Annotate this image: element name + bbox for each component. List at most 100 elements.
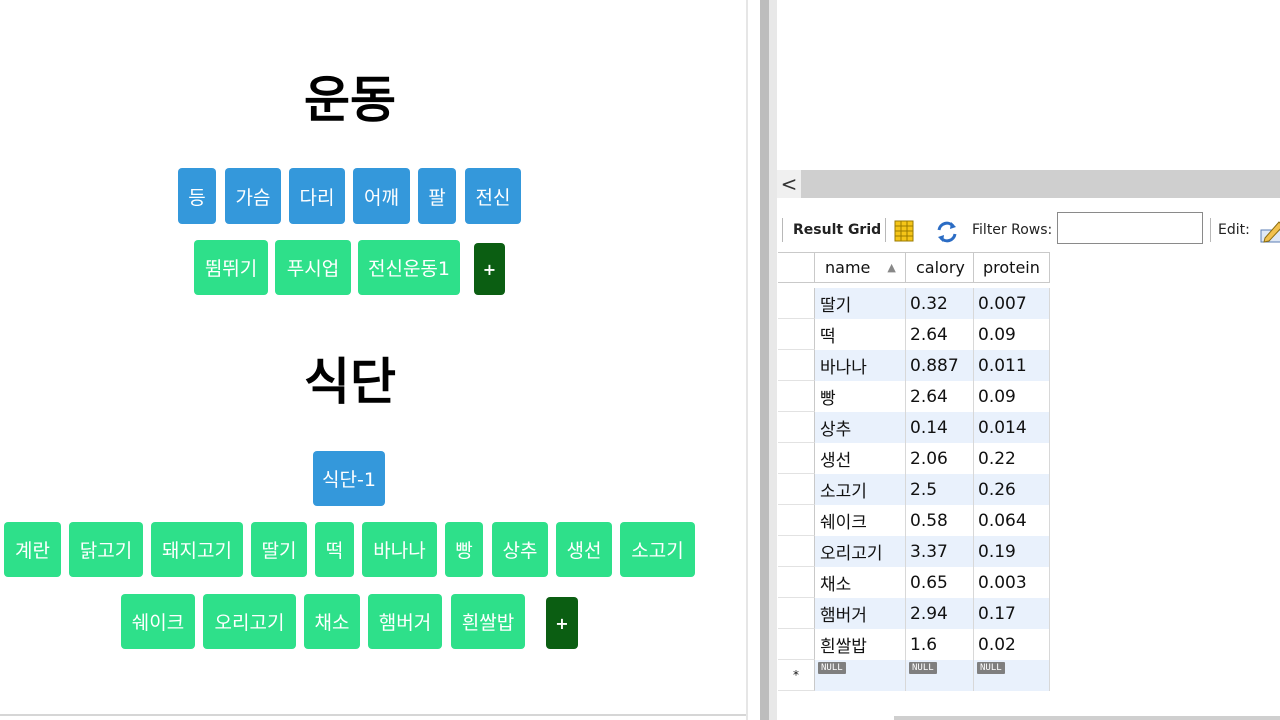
grid-cell-calory[interactable]: 0.58	[906, 505, 974, 536]
food-item-button[interactable]: 딸기	[251, 522, 307, 577]
row-selector[interactable]	[778, 505, 815, 536]
grid-cell-calory[interactable]: 0.887	[906, 350, 974, 381]
grid-cell-name[interactable]: 떡	[815, 319, 906, 350]
row-selector[interactable]	[778, 567, 815, 598]
grid-cell-name[interactable]: 햄버거	[815, 598, 906, 629]
row-selector[interactable]	[778, 350, 815, 381]
toolbar-separator	[1210, 218, 1211, 242]
category-button-shoulders[interactable]: 어깨	[353, 168, 410, 224]
row-selector[interactable]	[778, 443, 815, 474]
web-app-panel: 운동 등 가슴 다리 어깨 팔 전신 뜀뛰기 푸시업 전신운동1 + 식단 식단…	[0, 71, 746, 716]
grid-cell-calory[interactable]: 0.65	[906, 567, 974, 598]
food-item-button[interactable]: 흰쌀밥	[451, 594, 525, 649]
food-item-button[interactable]: 쉐이크	[121, 594, 195, 649]
row-selector[interactable]	[778, 319, 815, 350]
food-item-button[interactable]: 햄버거	[368, 594, 442, 649]
grid-cell-name[interactable]: 쉐이크	[815, 505, 906, 536]
food-item-button[interactable]: 바나나	[362, 522, 437, 577]
food-item-button[interactable]: 채소	[304, 594, 360, 649]
category-button-fullbody[interactable]: 전신	[465, 168, 521, 224]
food-item-button[interactable]: 떡	[315, 522, 354, 577]
category-button-arms[interactable]: 팔	[418, 168, 456, 224]
scroll-left-icon[interactable]: <	[777, 170, 801, 198]
edit-pencil-icon[interactable]	[1259, 218, 1280, 244]
grid-cell-name[interactable]: 상추	[815, 412, 906, 443]
filter-rows-label: Filter Rows:	[972, 222, 1053, 238]
grid-icon[interactable]	[894, 220, 914, 242]
null-badge: NULL	[909, 662, 937, 674]
grid-cell-name[interactable]: 바나나	[815, 350, 906, 381]
exercise-item-button[interactable]: 뜀뛰기	[194, 240, 268, 295]
grid-cell-calory[interactable]: 0.32	[906, 288, 974, 319]
row-selector[interactable]	[778, 288, 815, 319]
grid-cell-protein[interactable]: 0.19	[974, 536, 1050, 567]
new-row-cell[interactable]: NULL	[974, 660, 1050, 691]
result-grid-tab[interactable]: Result Grid	[793, 222, 882, 238]
row-selector[interactable]	[778, 629, 815, 660]
exercise-item-button[interactable]: 푸시업	[275, 240, 351, 295]
grid-cell-calory[interactable]: 3.37	[906, 536, 974, 567]
grid-cell-name[interactable]: 흰쌀밥	[815, 629, 906, 660]
grid-cell-protein[interactable]: 0.02	[974, 629, 1050, 660]
grid-cell-name[interactable]: 채소	[815, 567, 906, 598]
filter-rows-input[interactable]	[1057, 212, 1203, 244]
grid-cell-protein[interactable]: 0.09	[974, 381, 1050, 412]
grid-cell-protein[interactable]: 0.26	[974, 474, 1050, 505]
pane-divider[interactable]	[746, 0, 748, 720]
row-selector[interactable]	[778, 412, 815, 443]
sort-ascending-icon: ▲	[887, 261, 896, 274]
new-row-cell[interactable]: NULL	[815, 660, 906, 691]
row-selector[interactable]	[778, 536, 815, 567]
grid-cell-protein[interactable]: 0.007	[974, 288, 1050, 319]
grid-cell-calory[interactable]: 2.5	[906, 474, 974, 505]
grid-cell-protein[interactable]: 0.003	[974, 567, 1050, 598]
row-selector[interactable]	[778, 598, 815, 629]
toolbar-separator	[782, 218, 783, 242]
food-item-button[interactable]: 돼지고기	[151, 522, 243, 577]
grid-cell-protein[interactable]: 0.011	[974, 350, 1050, 381]
add-exercise-button[interactable]: +	[474, 243, 505, 295]
category-button-back[interactable]: 등	[178, 168, 216, 224]
new-row-marker[interactable]: *	[778, 660, 815, 691]
vertical-scrollbar[interactable]	[760, 0, 769, 720]
grid-cell-calory[interactable]: 2.06	[906, 443, 974, 474]
grid-cell-calory[interactable]: 2.94	[906, 598, 974, 629]
bottom-scrollbar[interactable]	[894, 716, 1280, 720]
food-item-button[interactable]: 소고기	[620, 522, 695, 577]
grid-cell-calory[interactable]: 0.14	[906, 412, 974, 443]
grid-cell-name[interactable]: 딸기	[815, 288, 906, 319]
food-item-button[interactable]: 계란	[4, 522, 61, 577]
grid-cell-protein[interactable]: 0.22	[974, 443, 1050, 474]
food-item-button[interactable]: 생선	[556, 522, 612, 577]
row-selector[interactable]	[778, 381, 815, 412]
grid-cell-protein[interactable]: 0.17	[974, 598, 1050, 629]
grid-cell-calory[interactable]: 1.6	[906, 629, 974, 660]
column-header-calory[interactable]: calory	[906, 252, 974, 283]
horizontal-scrollbar[interactable]: <	[777, 170, 1280, 198]
grid-cell-name[interactable]: 빵	[815, 381, 906, 412]
exercise-heading: 운동	[304, 71, 396, 129]
column-header-name[interactable]: name ▲	[815, 252, 906, 283]
refresh-icon[interactable]	[935, 220, 959, 244]
grid-cell-calory[interactable]: 2.64	[906, 319, 974, 350]
food-item-button[interactable]: 상추	[492, 522, 548, 577]
category-button-chest[interactable]: 가슴	[225, 168, 281, 224]
grid-cell-name[interactable]: 생선	[815, 443, 906, 474]
grid-cell-name[interactable]: 소고기	[815, 474, 906, 505]
food-item-button[interactable]: 오리고기	[203, 594, 296, 649]
grid-cell-protein[interactable]: 0.014	[974, 412, 1050, 443]
new-row-cell[interactable]: NULL	[906, 660, 974, 691]
grid-cell-protein[interactable]: 0.064	[974, 505, 1050, 536]
result-toolbar: Result Grid Filter Rows: Edit:	[777, 212, 1280, 250]
row-selector[interactable]	[778, 474, 815, 505]
diet-plan-button[interactable]: 식단-1	[313, 451, 385, 506]
exercise-item-button[interactable]: 전신운동1	[358, 240, 460, 295]
grid-cell-calory[interactable]: 2.64	[906, 381, 974, 412]
column-header-protein[interactable]: protein	[974, 252, 1050, 283]
food-item-button[interactable]: 빵	[445, 522, 483, 577]
grid-cell-protein[interactable]: 0.09	[974, 319, 1050, 350]
food-item-button[interactable]: 닭고기	[69, 522, 143, 577]
category-button-legs[interactable]: 다리	[289, 168, 345, 224]
grid-cell-name[interactable]: 오리고기	[815, 536, 906, 567]
add-food-button[interactable]: +	[546, 597, 578, 649]
